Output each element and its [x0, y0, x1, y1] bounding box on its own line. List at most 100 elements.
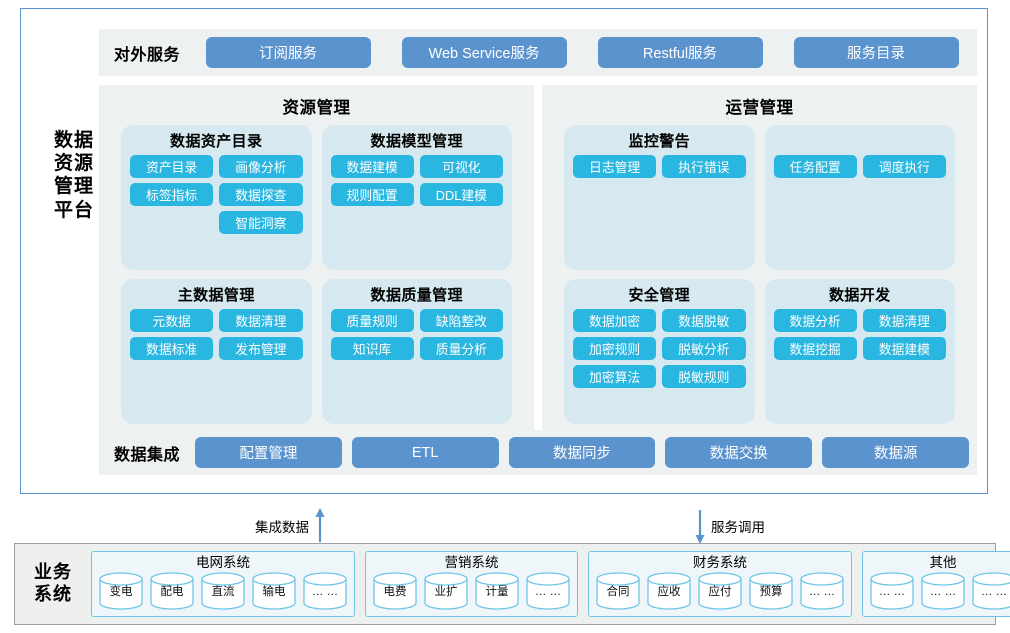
- chip-tag-metrics[interactable]: 标签指标: [130, 183, 214, 206]
- service-button-web-service[interactable]: Web Service服务: [401, 37, 567, 68]
- business-system-group-title: 电网系统: [196, 555, 250, 570]
- integration-button-data-source[interactable]: 数据源: [822, 437, 969, 468]
- platform-title-line: 管理: [53, 176, 94, 198]
- chip-portrait-analysis[interactable]: 画像分析: [219, 155, 303, 178]
- database-cylinder-icon[interactable]: 计量: [474, 572, 520, 610]
- chip-quality-analysis[interactable]: 质量分析: [419, 337, 503, 360]
- chip-visualization[interactable]: 可视化: [419, 155, 503, 178]
- chip-data-analysis[interactable]: 数据分析: [773, 309, 857, 332]
- integration-button-data-exchange[interactable]: 数据交换: [665, 437, 813, 468]
- chip-intelligent-insight[interactable]: 智能洞察: [219, 211, 303, 234]
- database-cylinder-icon[interactable]: 业扩: [423, 572, 469, 610]
- database-cylinder-icon[interactable]: … …: [799, 572, 845, 610]
- chip-log-management[interactable]: 日志管理: [573, 155, 657, 178]
- subpanel-title: 数据质量管理: [370, 287, 463, 304]
- chip-ddl-modeling[interactable]: DDL建模: [419, 183, 503, 206]
- database-cylinder-icon[interactable]: 电费: [372, 572, 418, 610]
- chip-data-encryption[interactable]: 数据加密: [573, 309, 657, 332]
- database-cylinder-label: 计量: [485, 586, 509, 598]
- chip-data-cleansing[interactable]: 数据清理: [219, 309, 303, 332]
- database-cylinder-icon[interactable]: … …: [920, 572, 966, 610]
- database-cylinder-icon[interactable]: 应收: [646, 572, 692, 610]
- platform-title-line: 平台: [53, 199, 94, 221]
- database-cylinder-label: … …: [808, 586, 836, 598]
- database-cylinder-label: … …: [929, 586, 957, 598]
- chip-quality-rules[interactable]: 质量规则: [330, 309, 414, 332]
- chip-data-standard[interactable]: 数据标准: [130, 337, 214, 360]
- chip-task-config[interactable]: 任务配置: [773, 155, 857, 178]
- chip-knowledge-base[interactable]: 知识库: [330, 337, 414, 360]
- database-cylinder-icon[interactable]: … …: [525, 572, 571, 610]
- external-services-label: 对外服务: [113, 46, 180, 64]
- chip-execution-error[interactable]: 执行错误: [662, 155, 746, 178]
- database-cylinder-icon[interactable]: 直流: [200, 572, 246, 610]
- chip-defect-remediation[interactable]: 缺陷整改: [419, 309, 503, 332]
- chip-rule-config[interactable]: 规则配置: [330, 183, 414, 206]
- data-integration-buttons: 配置管理 ETL 数据同步 数据交换 数据源: [195, 437, 977, 468]
- database-cylinder-row: … … … … … …: [869, 572, 1010, 610]
- chip-release-management[interactable]: 发布管理: [219, 337, 303, 360]
- database-cylinder-icon[interactable]: … …: [971, 572, 1010, 610]
- integration-button-config-management[interactable]: 配置管理: [195, 437, 342, 468]
- chip-masking-rules[interactable]: 脱敏规则: [662, 365, 746, 388]
- chip-data-exploration[interactable]: 数据探查: [219, 183, 303, 206]
- database-cylinder-label: 输电: [262, 586, 286, 598]
- integration-button-etl[interactable]: ETL: [351, 437, 499, 468]
- service-button-subscription[interactable]: 订阅服务: [205, 37, 371, 68]
- chip-encryption-algorithm[interactable]: 加密算法: [573, 365, 657, 388]
- subpanel-task-scheduling: 任务配置 调度执行: [764, 125, 955, 270]
- database-cylinder-icon[interactable]: 变电: [98, 572, 144, 610]
- integration-button-data-sync[interactable]: 数据同步: [508, 437, 656, 468]
- database-cylinder-icon[interactable]: … …: [869, 572, 915, 610]
- management-sections: 资源管理 数据资产目录 资产目录 画像分析 标签指标 数据探查 智能洞察: [99, 85, 977, 437]
- chip-grid: 数据建模 可视化 规则配置 DDL建模: [330, 155, 503, 206]
- chip-asset-catalog[interactable]: 资产目录: [130, 155, 214, 178]
- database-cylinder-icon[interactable]: 预算: [748, 572, 794, 610]
- subpanel-title: 数据资产目录: [170, 133, 263, 150]
- section-resource-management: 资源管理 数据资产目录 资产目录 画像分析 标签指标 数据探查 智能洞察: [99, 85, 534, 437]
- subpanel-data-model-management: 数据模型管理 数据建模 可视化 规则配置 DDL建模: [321, 125, 512, 270]
- chip-grid: 元数据 数据清理 数据标准 发布管理: [130, 309, 303, 360]
- subpanel-master-data-management: 主数据管理 元数据 数据清理 数据标准 发布管理: [121, 279, 312, 424]
- business-system-group[interactable]: 其他 … … … … … …: [862, 551, 1010, 617]
- chip-grid: 质量规则 缺陷整改 知识库 质量分析: [330, 309, 503, 360]
- subpanel-monitoring-alerts: 监控警告 日志管理 执行错误: [564, 125, 755, 270]
- chip-grid: 日志管理 执行错误: [573, 155, 746, 178]
- chip-encryption-rules[interactable]: 加密规则: [573, 337, 657, 360]
- database-cylinder-row: 合同应收 应付 预算 … …: [595, 572, 845, 610]
- subpanel-title: 监控警告: [628, 133, 691, 150]
- chip-data-mining[interactable]: 数据挖掘: [773, 337, 857, 360]
- service-button-catalog[interactable]: 服务目录: [793, 37, 959, 68]
- operations-subpanel-grid: 监控警告 日志管理 执行错误 任务配置 调度执行: [550, 125, 969, 424]
- flow-label: 服务调用: [711, 520, 765, 535]
- database-cylinder-label: 变电: [109, 586, 133, 598]
- business-system-group-title: 其他: [929, 555, 957, 570]
- chip-data-modeling[interactable]: 数据建模: [330, 155, 414, 178]
- chip-masking-analysis[interactable]: 脱敏分析: [662, 337, 746, 360]
- business-system-group[interactable]: 营销系统电费业扩计量… …: [365, 551, 578, 617]
- chip-data-modeling-dev[interactable]: 数据建模: [862, 337, 946, 360]
- subpanel-title: 数据开发: [828, 287, 891, 304]
- database-cylinder-label: … …: [878, 586, 906, 598]
- chip-data-masking[interactable]: 数据脱敏: [662, 309, 746, 332]
- flow-label: 集成数据: [255, 520, 309, 535]
- database-cylinder-icon[interactable]: 应付: [697, 572, 743, 610]
- resource-subpanel-grid: 数据资产目录 资产目录 画像分析 标签指标 数据探查 智能洞察 数据模型管理: [107, 125, 526, 424]
- chip-metadata[interactable]: 元数据: [130, 309, 214, 332]
- arrow-up-icon: [315, 508, 325, 542]
- flow-service-invocation: 服务调用: [694, 508, 765, 544]
- chip-grid: 数据分析 数据清理 数据挖掘 数据建模: [773, 309, 946, 360]
- service-button-restful[interactable]: Restful服务: [597, 37, 763, 68]
- business-system-group[interactable]: 电网系统变电 配电直流 输电 … …: [91, 551, 355, 617]
- database-cylinder-icon[interactable]: 输电: [251, 572, 297, 610]
- chip-schedule-execution[interactable]: 调度执行: [862, 155, 946, 178]
- database-cylinder-icon[interactable]: 合同: [595, 572, 641, 610]
- database-cylinder-icon[interactable]: 配电: [149, 572, 195, 610]
- data-resource-management-platform: 数据 资源 管理 平台 对外服务 订阅服务 Web Service服务 Rest…: [20, 8, 988, 494]
- subpanel-title: [774, 130, 947, 153]
- database-cylinder-label: 应付: [708, 586, 732, 598]
- business-system-group[interactable]: 财务系统合同应收应付预算… …: [588, 551, 852, 617]
- database-cylinder-icon[interactable]: … …: [302, 572, 348, 610]
- chip-data-cleansing-dev[interactable]: 数据清理: [862, 309, 946, 332]
- chip-placeholder: [130, 211, 213, 234]
